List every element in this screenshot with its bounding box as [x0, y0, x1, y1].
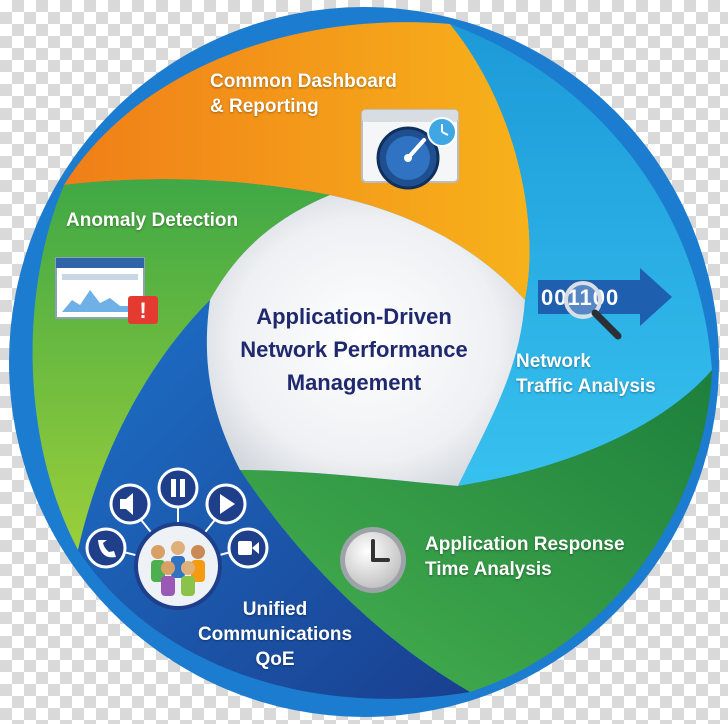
binary-magnifier-icon: 001100 [538, 268, 672, 340]
label-traffic-line1: Network [516, 351, 591, 372]
speedometer-icon [361, 109, 459, 190]
label-anomaly-line1: Anomaly Detection [66, 210, 239, 231]
alert-window-icon: ! [55, 257, 158, 324]
label-traffic-line2: Traffic Analysis [516, 376, 656, 397]
segment-traffic [450, 24, 712, 486]
users-media-icon [85, 467, 269, 610]
label-response-line1: Application Response [425, 534, 625, 555]
label-dashboard-line2: & Reporting [210, 96, 319, 117]
label-traffic: Network Traffic Analysis [516, 349, 656, 399]
center-title-line3: Management [286, 370, 422, 395]
center-title: Application-Driven Network Performance M… [214, 300, 494, 399]
center-title-line2: Network Performance [240, 337, 468, 362]
phone-icon [85, 527, 127, 569]
label-ucqoe-line2: Communications [197, 624, 353, 645]
label-ucqoe: Unified Communications QoE [190, 597, 360, 672]
center-title-line1: Application-Driven [256, 304, 452, 329]
binary-digits: 001100 [541, 285, 619, 310]
label-ucqoe-line3: QoE [255, 649, 295, 670]
label-anomaly: Anomaly Detection [66, 208, 238, 233]
label-response: Application Response Time Analysis [425, 532, 625, 582]
label-dashboard-line1: Common Dashboard [210, 71, 397, 92]
clock-icon [340, 527, 406, 593]
segment-dashboard [64, 22, 530, 300]
center-panel [206, 195, 526, 486]
segment-response [240, 370, 712, 692]
label-response-line2: Time Analysis [425, 559, 552, 580]
label-ucqoe-line1: Unified [242, 599, 308, 620]
label-dashboard: Common Dashboard & Reporting [210, 69, 397, 119]
svg-text:!: ! [139, 298, 146, 323]
pause-icon [157, 467, 199, 509]
